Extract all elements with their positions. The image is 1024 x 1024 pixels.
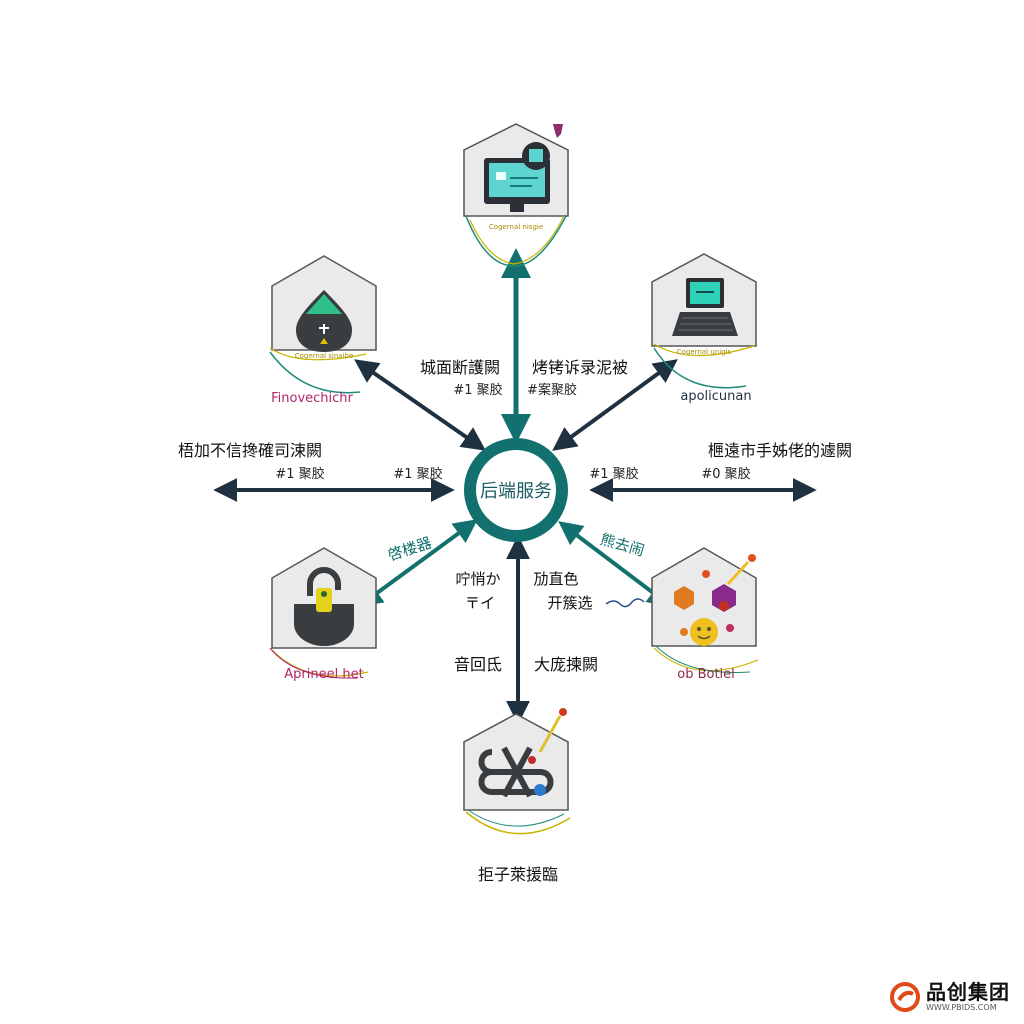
- connectors: [213, 248, 817, 725]
- triangle-drop-icon: [296, 290, 352, 352]
- label-upper-right-sub: #案聚胶: [527, 382, 577, 398]
- label-right-inner-sub: #1 聚胶: [589, 466, 638, 482]
- node-bottom-left[interactable]: Aprineel het: [269, 547, 377, 682]
- label-right-title: 㭱遠市手姊佬的遽闕: [708, 441, 852, 460]
- label-upper-right-title: 烤铐诉录泥被: [532, 358, 628, 377]
- label-upper-left-title: 城面断護闕: [420, 358, 500, 377]
- node-top-right-tag: Cogernal unigis: [677, 348, 732, 356]
- watermark: 品创集团 WWW.PBIDS.COM: [890, 982, 1010, 1012]
- label-left-sub: #1 聚胶: [275, 466, 324, 482]
- connector-top-right: [552, 359, 678, 451]
- label-center-right-1: 劢直色: [533, 570, 578, 588]
- hub-node[interactable]: 后端服务: [464, 438, 568, 542]
- node-bottom-right-caption: ob Botiel: [677, 667, 735, 682]
- node-top[interactable]: Cogernal nisgie: [463, 123, 569, 267]
- cluster-icon: [674, 554, 756, 646]
- node-bottom-caption: 拒子萊援臨: [478, 865, 558, 884]
- node-top-right-caption: apolicunan: [680, 389, 751, 404]
- node-top-left-caption: Finovechichr: [271, 391, 353, 406]
- edge-labels: 城面断護闕 #1 聚胶 烤铐诉录泥被 #案聚胶 梧加不信搀確司涑闕 #1 聚胶 …: [178, 358, 852, 674]
- label-upper-left-sub: #1 聚胶: [453, 382, 502, 398]
- label-center-left-1: 咛悄か: [455, 570, 500, 588]
- laptop-icon: [672, 278, 738, 336]
- connector-bottom-left: [358, 519, 478, 607]
- label-left-inner-sub: #1 聚胶: [393, 466, 442, 482]
- node-bottom-right[interactable]: ob Botiel: [651, 547, 759, 682]
- padlock-icon: [294, 567, 354, 646]
- label-center-left-2: 〒イ: [465, 594, 495, 612]
- label-left-title: 梧加不信搀確司涑闕: [178, 441, 322, 460]
- watermark-url: WWW.PBIDS.COM: [926, 1003, 997, 1012]
- label-center-right-2: 开簇选: [547, 594, 592, 612]
- brand-logo-icon: [890, 982, 920, 1012]
- monitor-icon: [484, 124, 563, 212]
- label-right-sub: #0 聚胶: [701, 466, 750, 482]
- connector-top-left: [354, 359, 486, 451]
- node-top-left[interactable]: Cogernal sinaibe Finovechichr: [269, 255, 377, 406]
- node-top-tag: Cogernal nisgie: [489, 223, 543, 231]
- node-bottom-left-caption: Aprineel het: [284, 667, 363, 682]
- hub-label: 后端服务: [480, 481, 552, 502]
- label-lower-left: 啓楼器: [386, 534, 434, 565]
- squiggle-decoration: [605, 598, 645, 608]
- node-top-right[interactable]: Cogernal unigis apolicunan: [651, 253, 757, 404]
- label-below-right: 大庞揀闕: [534, 655, 598, 674]
- label-below-left: 音回氐: [454, 655, 502, 674]
- node-bottom[interactable]: 拒子萊援臨: [463, 708, 571, 884]
- watermark-brand: 品创集团: [926, 980, 1010, 1004]
- node-top-left-tag: Cogernal sinaibe: [295, 352, 354, 360]
- connector-bottom-right: [558, 521, 672, 607]
- network-knot-icon: [478, 708, 567, 798]
